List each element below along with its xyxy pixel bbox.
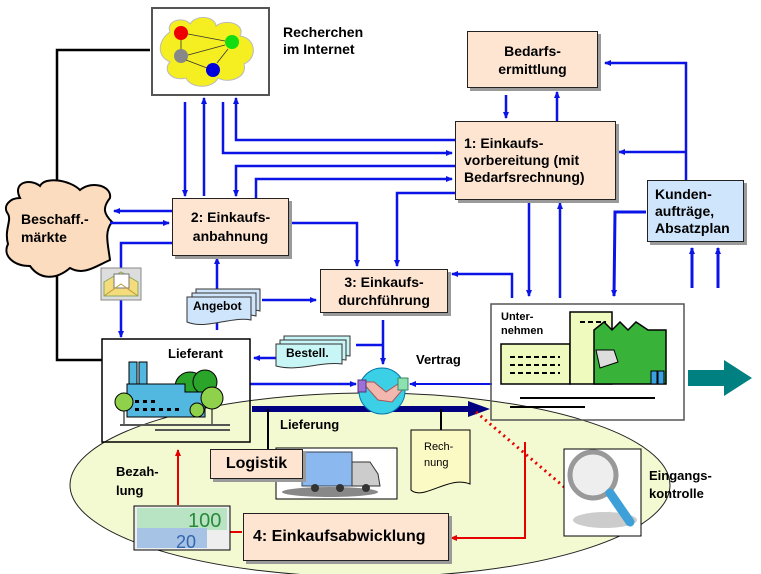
- company-building-icon: [500, 311, 667, 408]
- banknote-100: 100: [188, 510, 221, 532]
- internet-label-line2: im Internet: [283, 41, 355, 57]
- customer-orders-line1: Kunden-: [655, 185, 712, 202]
- customer-orders-line2: aufträge,: [655, 202, 715, 219]
- arrow-vorbereitung-to-anbahnung: [233, 164, 455, 197]
- purchase-preparation-line1: 1: Einkaufs-: [464, 135, 544, 151]
- incoming-inspection-label: Eingangs- kontrolle: [649, 467, 712, 503]
- invoice-label-line2: nung: [424, 457, 449, 469]
- supplier-factory-icon: [114, 361, 230, 431]
- needs-assessment-box[interactable]: Bedarfs- ermittlung: [467, 31, 598, 88]
- purchase-preparation-line3: Bedarfsrechnung): [464, 169, 585, 185]
- customer-orders-box[interactable]: Kunden- aufträge, Absatzplan: [647, 180, 744, 242]
- envelope-icon: [100, 267, 142, 301]
- purchase-execution-box[interactable]: 3: Einkaufs- durchführung: [320, 269, 448, 313]
- purchase-execution-line2: durchführung: [338, 292, 430, 308]
- arrow-kunden-to-bedarf: [604, 60, 688, 180]
- payment-label-line2: lung: [116, 483, 144, 498]
- purchase-initiation-line1: 2: Einkaufs-: [190, 209, 271, 225]
- supplier-label: Lieferant: [168, 346, 223, 361]
- invoice-label-line1: Rech-: [424, 441, 454, 453]
- order-label: Bestell.: [286, 346, 329, 360]
- arrow-vorbereitung-to-durchfuehrung: [394, 191, 455, 267]
- output-arrow: [688, 360, 752, 396]
- inspection-dotted-line: [475, 410, 577, 499]
- markets-label-line2: märkte: [21, 229, 67, 245]
- arrow-internet-to-vorbereitung: [221, 102, 453, 156]
- payment-label-line1: Bezah-: [116, 464, 159, 479]
- inspection-label-line2: kontrolle: [649, 486, 704, 501]
- purchase-preparation-box[interactable]: 1: Einkaufs- vorbereitung (mit Bedarfsre…: [455, 121, 616, 200]
- invoice-label: Rech- nung: [424, 439, 453, 471]
- logistics-box[interactable]: Logistik: [210, 449, 303, 479]
- purchase-initiation-box[interactable]: 2: Einkaufs- anbahnung: [172, 198, 289, 256]
- company-frame: [490, 303, 685, 421]
- procurement-markets-cloud: [4, 179, 114, 278]
- arrow-kunden-to-unternehmen: [611, 210, 646, 297]
- arrow-anbahnung-to-vorbereitung: [254, 176, 453, 198]
- contract-label: Vertrag: [416, 352, 461, 367]
- delivery-arrow-head: [468, 401, 490, 417]
- company-label: Unter- nehmen: [501, 310, 543, 338]
- contract-handshake-icon: [357, 367, 409, 415]
- internet-research-label: Recherchen im Internet: [283, 24, 363, 58]
- arrow-anbahnung-to-durchfuehrung: [290, 221, 360, 267]
- arrow-anbahnung-to-lieferant: [118, 241, 172, 338]
- arrow-control-to-abwicklung: [450, 442, 526, 541]
- order-documents: [275, 335, 351, 369]
- arrow-unternehmen-to-durchfuehrung: [451, 271, 514, 298]
- delivery-label: Lieferung: [280, 417, 340, 432]
- purchase-initiation-line2: anbahnung: [192, 228, 269, 244]
- purchase-preparation-line2: vorbereitung (mit: [464, 152, 580, 168]
- needs-assessment-line1: Bedarfs-: [504, 42, 561, 59]
- offer-documents: [186, 288, 261, 326]
- needs-assessment-line2: ermittlung: [498, 60, 567, 77]
- arrow-vorbereitung-to-internet: [233, 97, 455, 142]
- inspection-label-line1: Eingangs-: [649, 468, 712, 483]
- company-label-line1: Unter-: [501, 311, 534, 323]
- internet-label-line1: Recherchen: [283, 24, 364, 40]
- inspection-magnifier-icon: [563, 448, 642, 537]
- money-banknotes-image: 100 20: [133, 505, 231, 552]
- banknote-20: 20: [176, 532, 196, 552]
- purchase-execution-line1: 3: Einkaufs-: [344, 274, 424, 290]
- payment-label: Bezah- lung: [116, 462, 159, 500]
- invoice-document: [410, 429, 471, 494]
- procurement-markets-label: Beschaff.- märkte: [21, 210, 89, 246]
- internet-research-image: [151, 7, 270, 96]
- markets-label-line1: Beschaff.-: [21, 211, 89, 227]
- logistics-label: Logistik: [225, 455, 288, 472]
- offer-label: Angebot: [193, 299, 242, 313]
- purchase-settlement-label: 4: Einkaufsabwicklung: [253, 528, 426, 545]
- supplier-frame: [101, 338, 251, 443]
- purchase-settlement-box[interactable]: 4: Einkaufsabwicklung: [243, 513, 449, 561]
- customer-orders-line3: Absatzplan: [655, 219, 730, 236]
- information-flow-arrows: [110, 60, 721, 387]
- company-label-line2: nehmen: [501, 325, 544, 337]
